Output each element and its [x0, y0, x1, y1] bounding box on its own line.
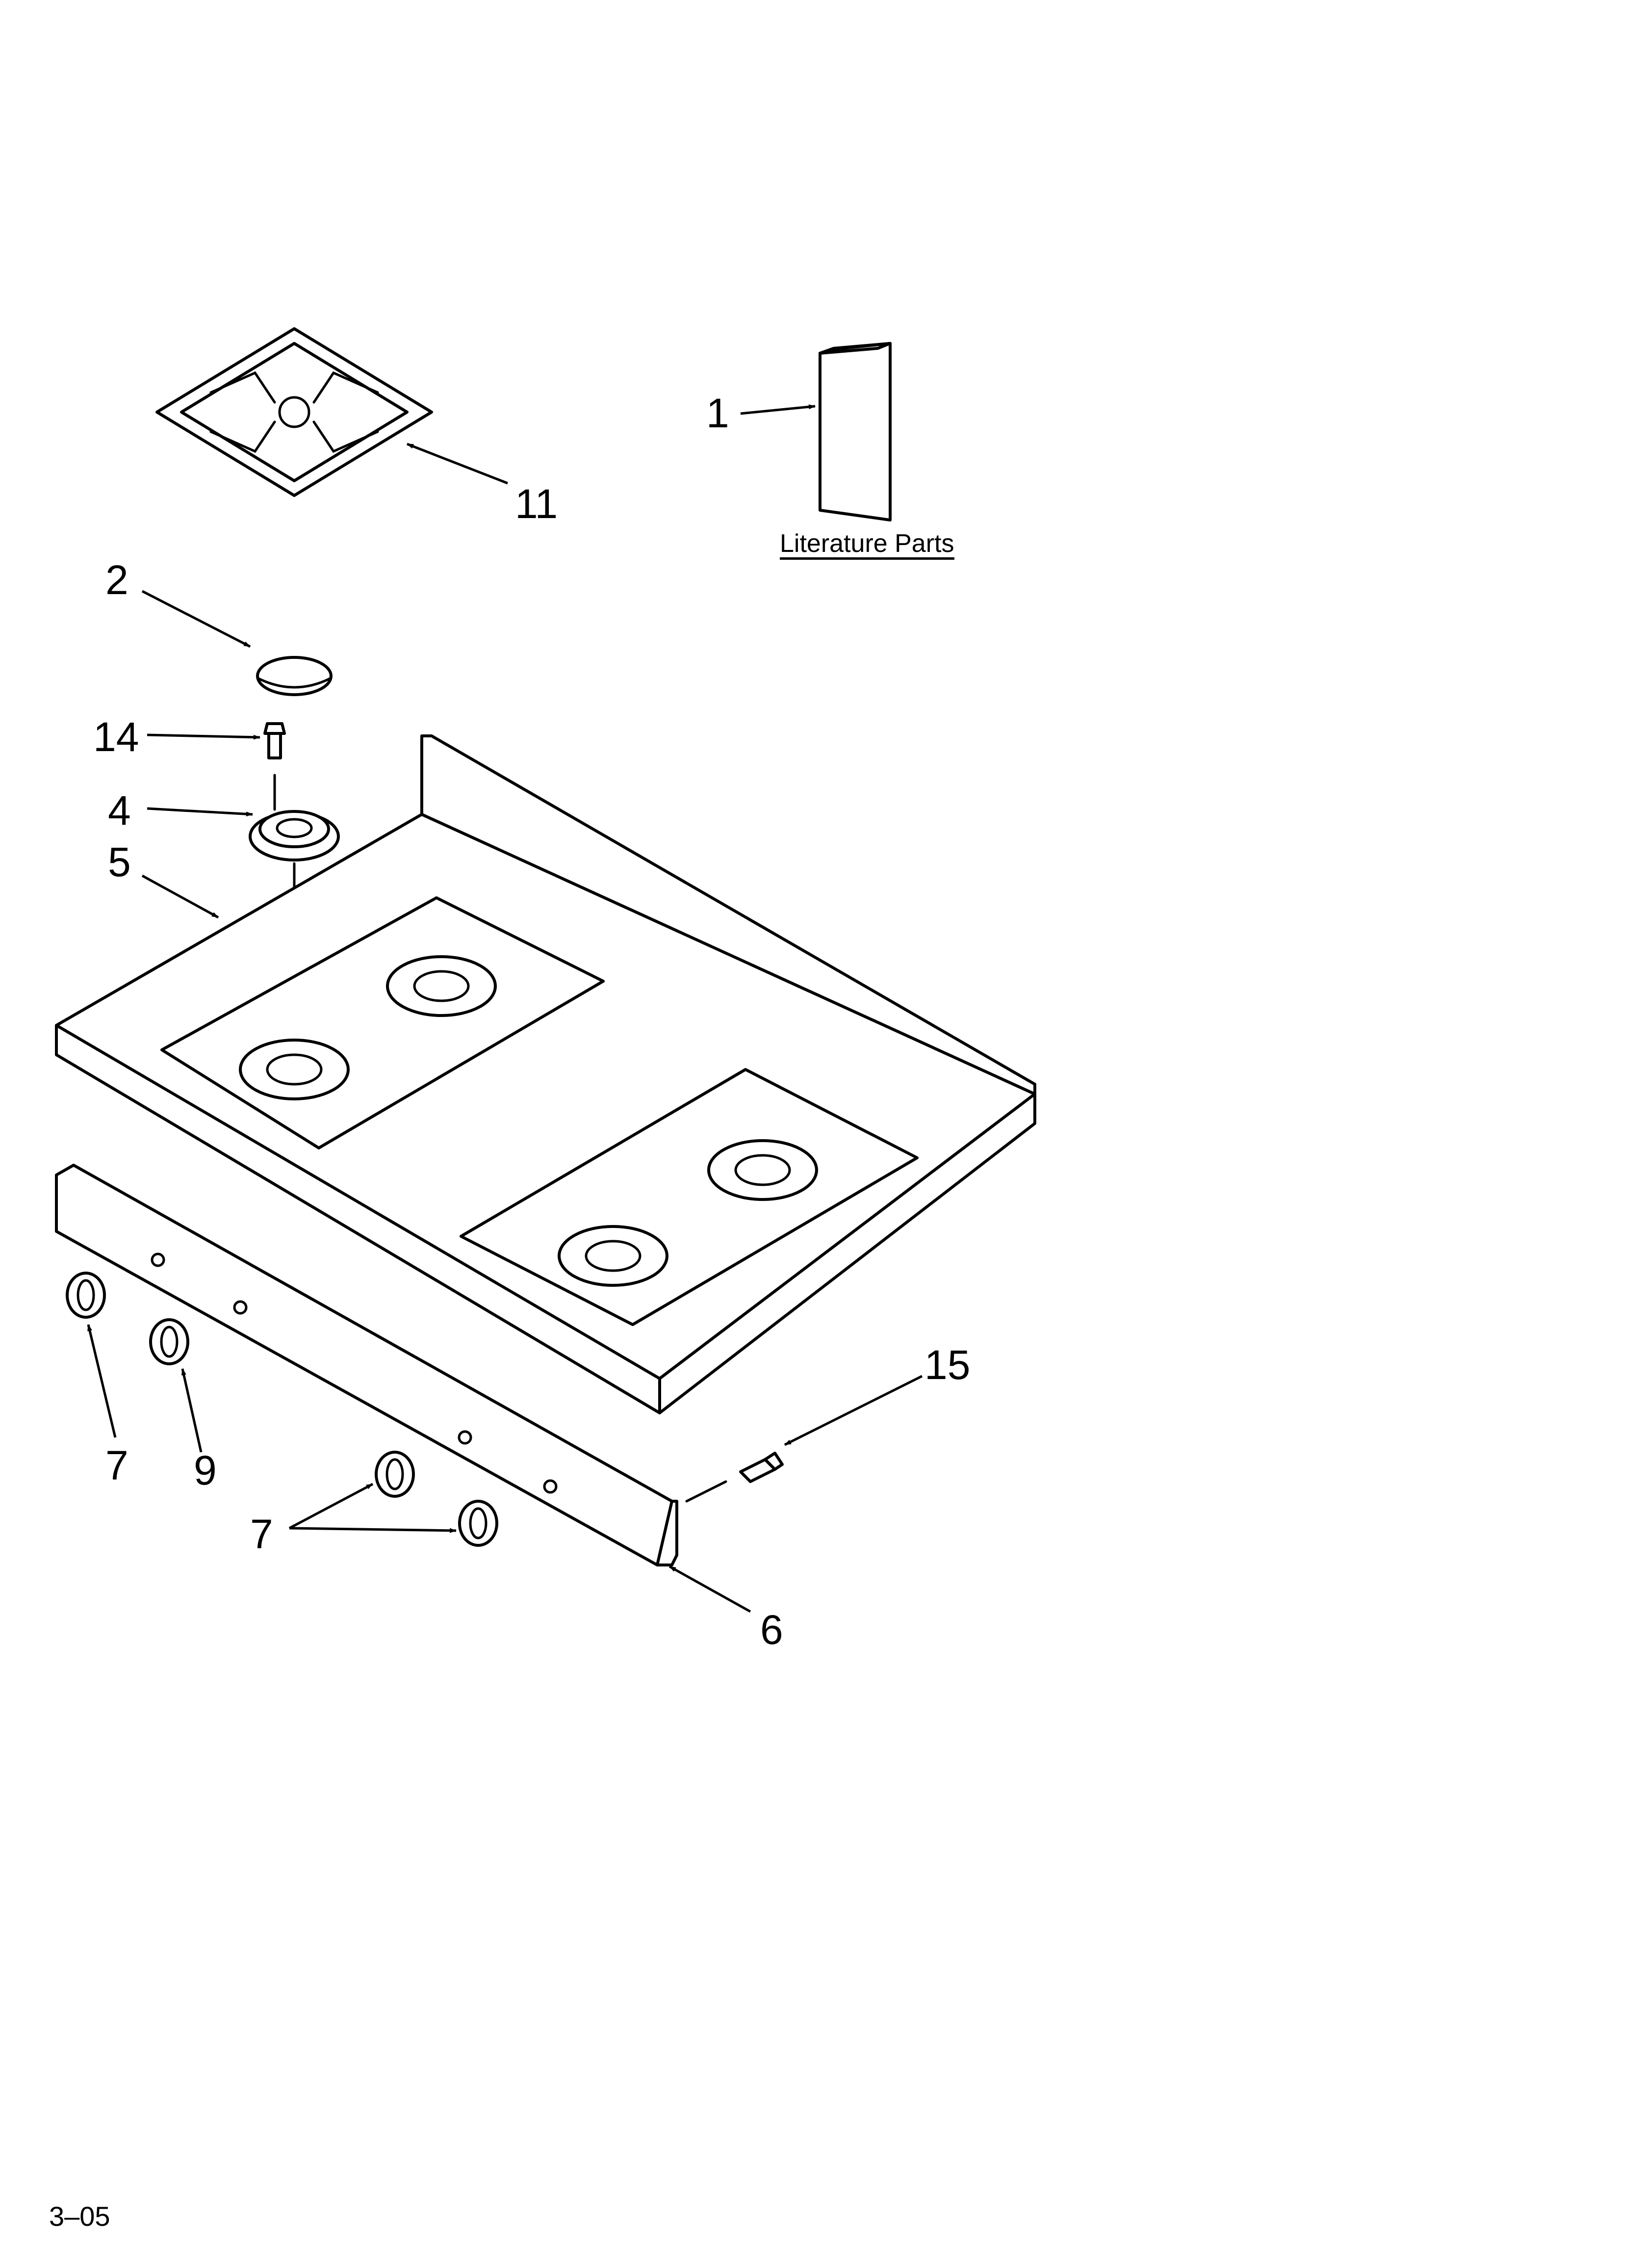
knob	[149, 1318, 189, 1365]
literature-parts-book	[819, 342, 892, 521]
screw	[263, 722, 286, 759]
callout-15: 15	[924, 1342, 971, 1388]
callout-7: 7	[250, 1511, 273, 1557]
knob	[375, 1451, 415, 1498]
knob	[66, 1272, 106, 1319]
callout-2: 2	[105, 557, 128, 603]
knob	[458, 1500, 498, 1547]
callout-4: 4	[108, 787, 131, 834]
burner-grate	[155, 327, 433, 497]
callout-5: 5	[108, 839, 131, 885]
callout-7: 7	[105, 1442, 128, 1488]
callout-14: 14	[93, 714, 139, 760]
callout-11: 11	[515, 481, 558, 527]
literature-parts-label: Literature Parts	[780, 531, 954, 560]
burner-base	[249, 810, 340, 861]
callout-6: 6	[760, 1607, 783, 1653]
burner-cap	[256, 656, 333, 696]
callout-1: 1	[706, 390, 729, 436]
callout-9: 9	[194, 1447, 217, 1493]
screw	[739, 1452, 784, 1483]
revision-code: 3–05	[49, 2201, 110, 2232]
cooktop-panel	[55, 734, 1036, 1414]
control-panel	[55, 1164, 678, 1566]
